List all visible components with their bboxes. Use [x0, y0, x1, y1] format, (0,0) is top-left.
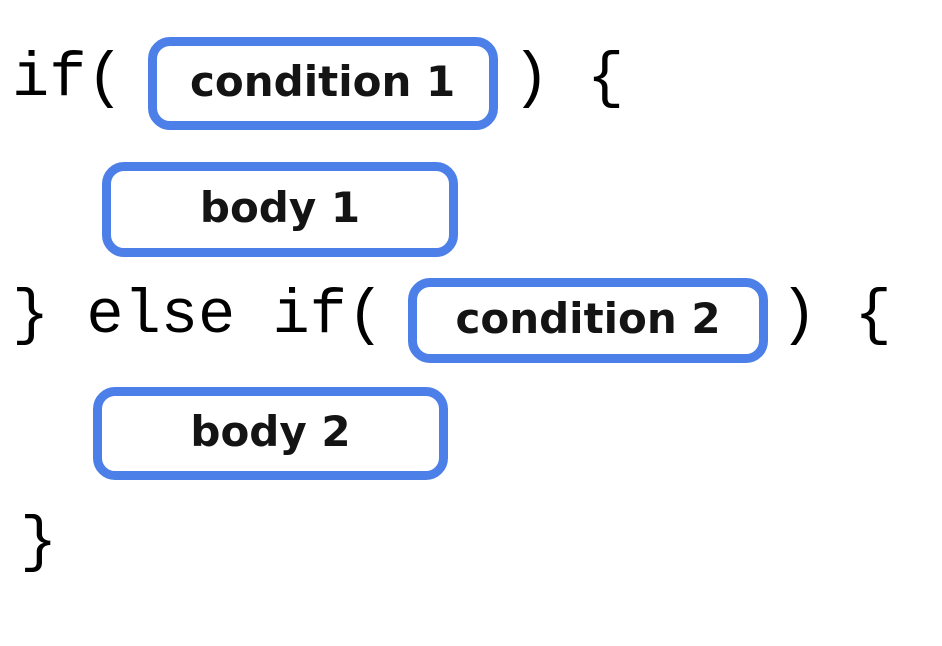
code-token-close-brace: }	[20, 506, 58, 578]
code-token-if-open: if(	[12, 42, 124, 114]
body-1-slot[interactable]: body 1	[102, 162, 458, 257]
code-line-body-2: body 2	[93, 387, 448, 480]
code-token-close-paren-open-brace-1: ) {	[512, 42, 625, 114]
code-line-if: if( condition 1 ) {	[12, 37, 624, 130]
code-line-else-if: } else if( condition 2 ) {	[12, 278, 892, 363]
body-1-label: body 1	[199, 182, 361, 232]
code-line-body-1: body 1	[102, 162, 458, 257]
body-2-label: body 2	[190, 406, 351, 456]
condition-2-label: condition 2	[455, 293, 721, 343]
code-token-else-if-open: } else if(	[12, 279, 385, 351]
condition-1-slot[interactable]: condition 1	[147, 37, 498, 130]
code-token-close-paren-open-brace-2: ) {	[780, 279, 892, 351]
condition-1-label: condition 1	[190, 56, 456, 106]
condition-2-slot[interactable]: condition 2	[408, 278, 769, 363]
body-2-slot[interactable]: body 2	[93, 387, 448, 480]
code-line-closing-brace: }	[20, 505, 57, 590]
